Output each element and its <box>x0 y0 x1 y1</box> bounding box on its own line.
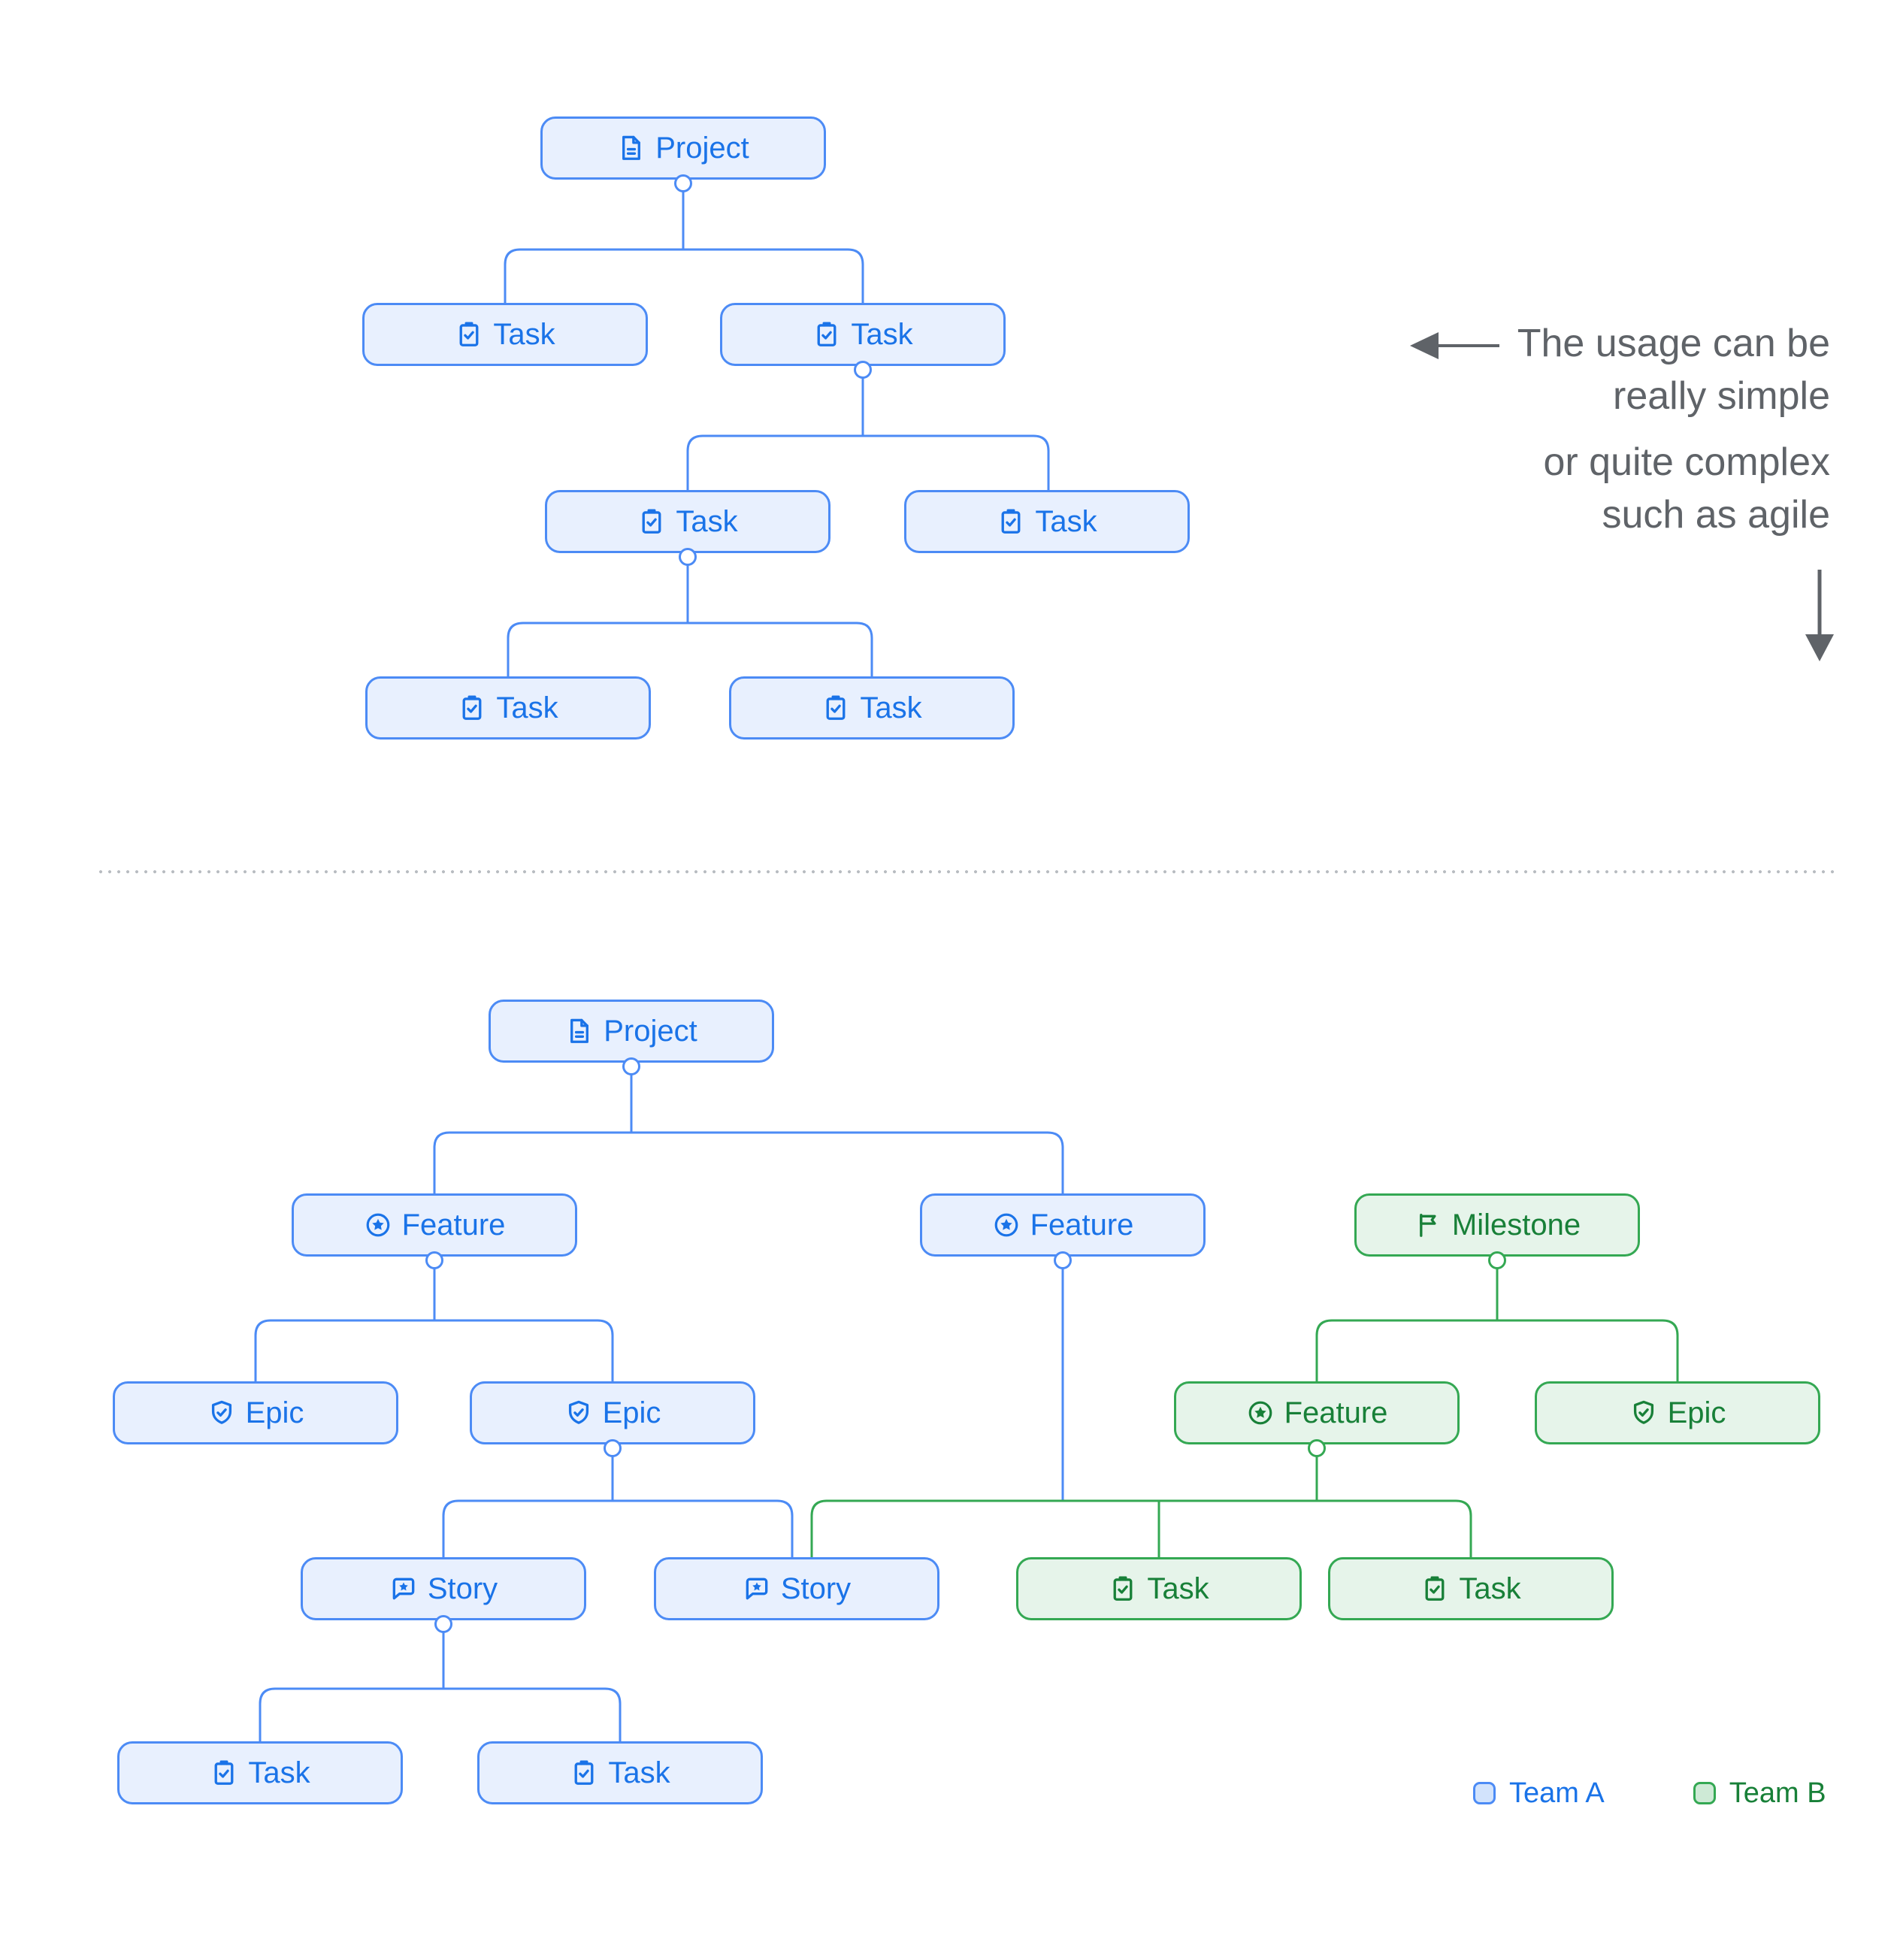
node-label: Task <box>1035 504 1097 538</box>
team-a-label: Team A <box>1509 1777 1605 1809</box>
node-label: Task <box>676 504 738 538</box>
node-label: Task <box>860 691 922 724</box>
annotation-line: The usage can be <box>1517 322 1830 365</box>
node-project-bottom[interactable]: Project <box>489 1000 774 1063</box>
node-label: Epic <box>1667 1396 1726 1429</box>
node-task-top-6[interactable]: Task <box>729 676 1015 740</box>
node-task-bottom-2[interactable]: Task <box>477 1741 763 1804</box>
legend-item-team-a: Team A <box>1473 1777 1605 1810</box>
annotation-line: such as agile <box>1602 493 1830 537</box>
star-circle-icon <box>992 1211 1021 1239</box>
node-milestone[interactable]: Milestone <box>1354 1193 1640 1257</box>
node-task-top-4[interactable]: Task <box>904 490 1190 553</box>
clipboard-check-icon <box>455 320 483 349</box>
node-epic-green[interactable]: Epic <box>1535 1381 1820 1444</box>
star-circle-icon <box>1246 1399 1275 1427</box>
node-label: Project <box>604 1014 697 1048</box>
node-label: Milestone <box>1451 1208 1581 1242</box>
node-label: Feature <box>401 1208 506 1242</box>
team-a-swatch <box>1473 1782 1496 1804</box>
node-task-top-2[interactable]: Task <box>720 303 1006 366</box>
node-task-top-5[interactable]: Task <box>365 676 651 740</box>
node-story-1[interactable]: Story <box>301 1557 586 1620</box>
node-task-green-1[interactable]: Task <box>1016 1557 1302 1620</box>
node-label: Task <box>496 691 558 724</box>
node-label: Task <box>608 1756 670 1789</box>
document-icon <box>617 134 646 162</box>
down-arrow-icon <box>1805 570 1834 661</box>
annotation-line: really simple <box>1613 374 1830 418</box>
star-circle-icon <box>364 1211 392 1239</box>
node-label: Story <box>780 1571 852 1605</box>
flag-icon <box>1414 1211 1442 1239</box>
clipboard-check-icon <box>458 694 486 722</box>
node-feature-green[interactable]: Feature <box>1174 1381 1460 1444</box>
clipboard-check-icon <box>1420 1574 1449 1603</box>
shield-check-icon <box>564 1399 593 1427</box>
node-label: Epic <box>245 1396 304 1429</box>
node-label: Epic <box>602 1396 661 1429</box>
node-label: Task <box>1459 1571 1521 1605</box>
node-label: Feature <box>1030 1208 1134 1242</box>
message-star-icon <box>743 1574 771 1603</box>
node-feature-2[interactable]: Feature <box>920 1193 1206 1257</box>
legend: Team A Team B <box>1473 1777 1826 1810</box>
clipboard-check-icon <box>821 694 850 722</box>
team-b-swatch <box>1693 1782 1716 1804</box>
node-label: Story <box>427 1571 498 1605</box>
node-label: Feature <box>1284 1396 1388 1429</box>
clipboard-check-icon <box>637 507 666 536</box>
legend-item-team-b: Team B <box>1693 1777 1826 1810</box>
node-label: Project <box>655 131 749 165</box>
node-task-top-3[interactable]: Task <box>545 490 830 553</box>
node-label: Task <box>1147 1571 1209 1605</box>
left-arrow-icon <box>1410 332 1499 359</box>
node-epic-2[interactable]: Epic <box>470 1381 755 1444</box>
message-star-icon <box>389 1574 418 1603</box>
node-task-green-2[interactable]: Task <box>1328 1557 1614 1620</box>
node-label: Task <box>493 317 555 351</box>
node-label: Task <box>248 1756 310 1789</box>
node-project-top[interactable]: Project <box>540 116 826 180</box>
node-task-top-1[interactable]: Task <box>362 303 648 366</box>
clipboard-check-icon <box>1109 1574 1137 1603</box>
team-b-label: Team B <box>1729 1777 1826 1809</box>
clipboard-check-icon <box>997 507 1025 536</box>
clipboard-check-icon <box>210 1759 238 1787</box>
node-label: Task <box>851 317 913 351</box>
node-feature-1[interactable]: Feature <box>292 1193 577 1257</box>
annotation-note: The usage can be really simple or quite … <box>1517 317 1830 541</box>
clipboard-check-icon <box>570 1759 598 1787</box>
clipboard-check-icon <box>812 320 841 349</box>
annotation-line: or quite complex <box>1543 440 1830 484</box>
node-story-2[interactable]: Story <box>654 1557 939 1620</box>
node-epic-1[interactable]: Epic <box>113 1381 398 1444</box>
dotted-divider <box>96 870 1835 874</box>
node-task-bottom-1[interactable]: Task <box>117 1741 403 1804</box>
shield-check-icon <box>207 1399 236 1427</box>
document-icon <box>565 1017 594 1045</box>
shield-check-icon <box>1629 1399 1658 1427</box>
